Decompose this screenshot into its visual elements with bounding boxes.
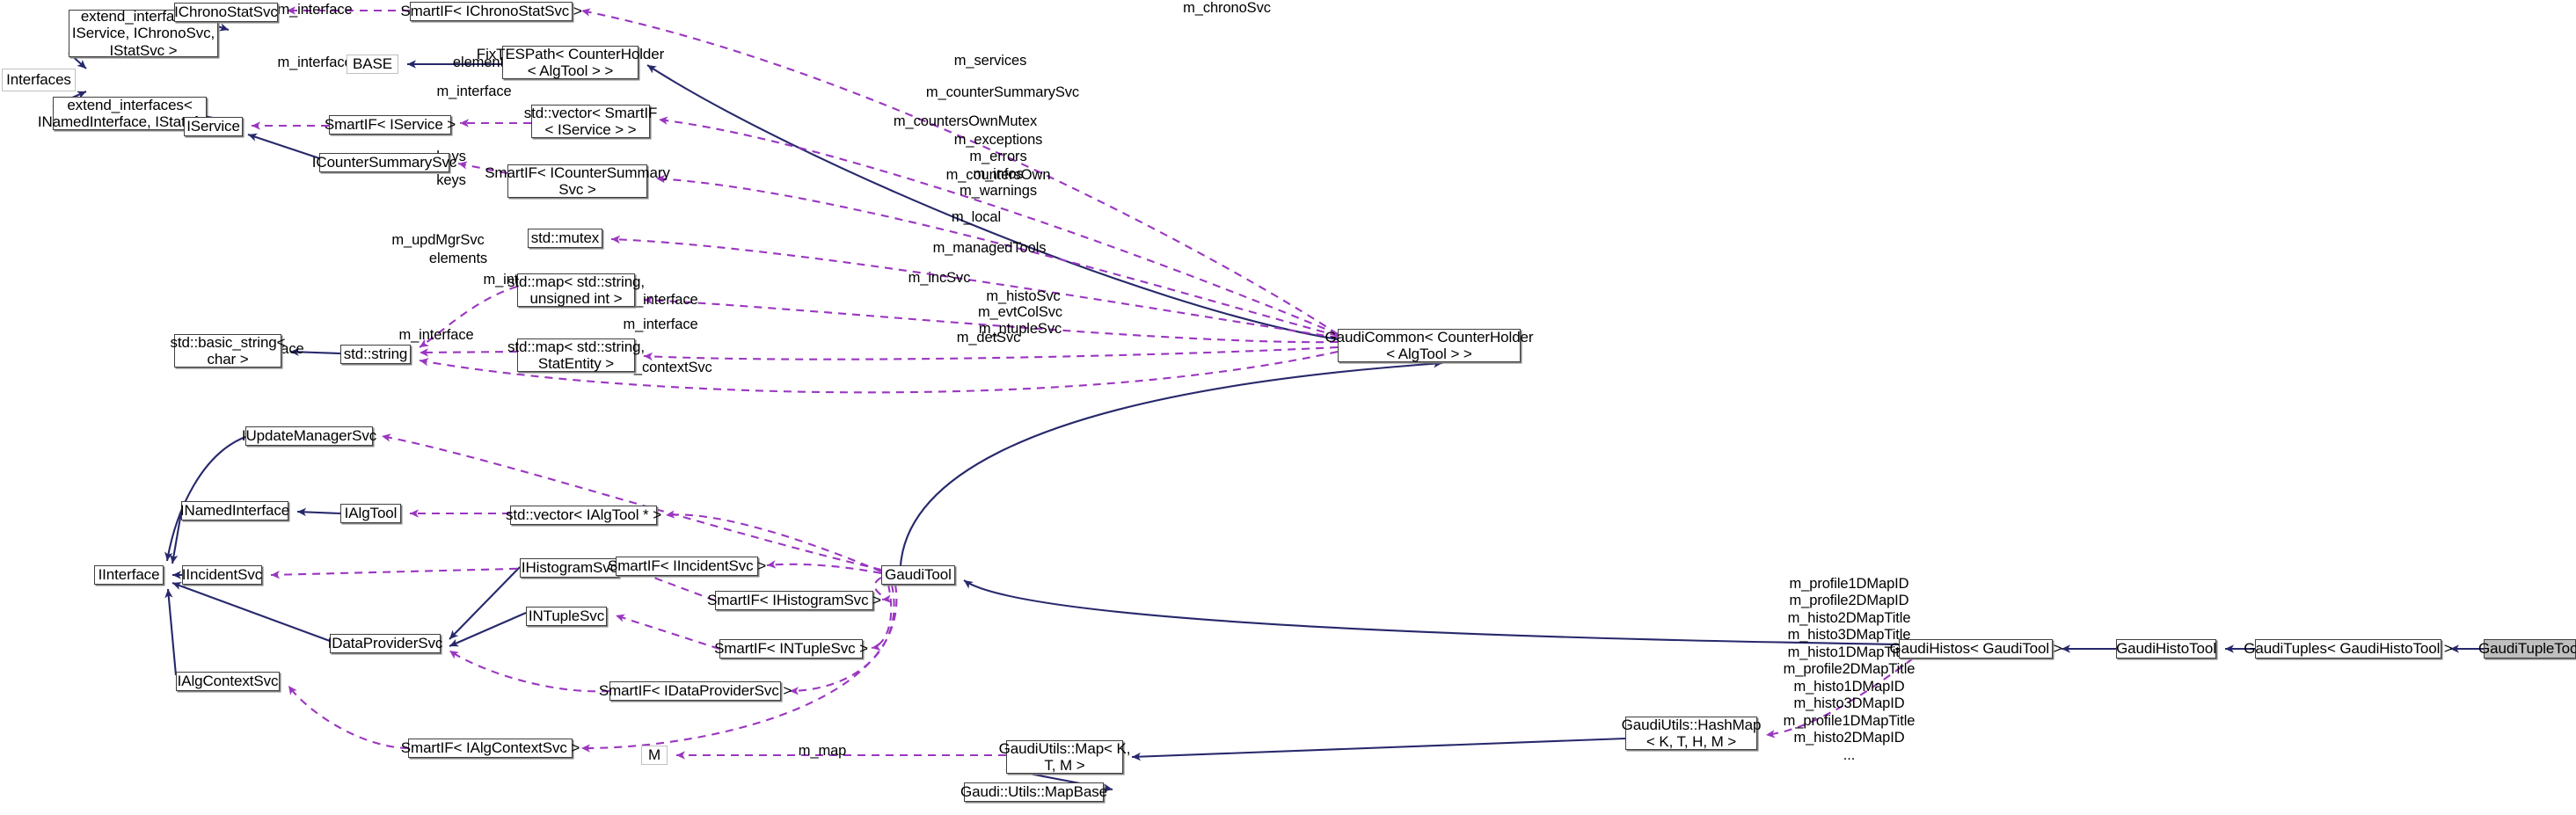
node-smartif-intuplesvc[interactable]: SmartIF< INTupleSvc > <box>714 639 868 659</box>
node-intuplesvc[interactable]: INTupleSvc <box>526 607 607 626</box>
node-base[interactable]: BASE <box>347 55 398 74</box>
node-gaudiutils-hashmap[interactable]: GaudiUtils::HashMap < K, T, H, M > <box>1621 716 1762 750</box>
node-m-template-param[interactable]: M <box>641 746 668 765</box>
edge-label-m-interface-intuplesvc: m_interface <box>623 317 698 332</box>
node-interfaces[interactable]: Interfaces <box>2 69 76 91</box>
node-gaudicommon[interactable]: GaudiCommon< CounterHolder < AlgTool > > <box>1324 328 1534 362</box>
node-map-string-statentity[interactable]: std::map< std::string, StatEntity > <box>507 338 646 372</box>
node-smartif-idataprovidersvc[interactable]: SmartIF< IDataProviderSvc > <box>598 681 792 701</box>
node-idataprovidersvc[interactable]: IDataProviderSvc <box>327 634 443 653</box>
node-gaudi-utils-mapbase[interactable]: Gaudi::Utils::MapBase <box>960 782 1108 802</box>
node-gaudituppletool[interactable]: GaudiTupleTool <box>2477 639 2576 659</box>
node-gaudihistos-gauditool[interactable]: GaudiHistos< GaudiTool > <box>1889 639 2062 659</box>
edge-label-m-map: m_map <box>798 743 847 759</box>
edge-label-elements-ialgtool: elements <box>428 251 488 266</box>
node-icountersummarysvc[interactable]: ICounterSummarySvc <box>311 153 457 172</box>
edge-label-m-incsvc: m_incSvc <box>908 270 971 286</box>
edge-label-keys-map-statentity: keys <box>436 172 466 188</box>
node-map-string-uint[interactable]: std::map< std::string, unsigned int > <box>507 273 646 307</box>
node-iupdatemanagersvc[interactable]: IUpdateManagerSvc <box>241 426 377 446</box>
node-iincidentsvc[interactable]: IIncidentSvc <box>181 565 263 585</box>
node-iinterface[interactable]: IInterface <box>94 565 164 585</box>
node-ialgtool[interactable]: IAlgTool <box>340 504 401 523</box>
node-smartif-ihistogramsvc[interactable]: SmartIF< IHistogramSvc > <box>707 591 881 610</box>
node-inamedinterface[interactable]: INamedInterface <box>179 501 290 520</box>
edge-label-m-interface-iservice: m_interface <box>277 55 353 70</box>
node-vector-ialgtool-ptr[interactable]: std::vector< IAlgTool * > <box>505 506 662 525</box>
node-smartif-icountersummarysvc[interactable]: SmartIF< ICounterSummary Svc > <box>485 164 670 198</box>
edge-label-m-detsvc: m_detSvc <box>956 330 1021 346</box>
node-vector-smartif-iservice[interactable]: std::vector< SmartIF < IService > > <box>523 104 658 138</box>
node-ialgcontextsvc[interactable]: IAlgContextSvc <box>176 672 280 691</box>
node-gaudihistotool[interactable]: GaudiHistoTool <box>2116 639 2216 659</box>
node-smartif-iincidentsvc[interactable]: SmartIF< IIncidentSvc > <box>607 557 767 576</box>
edge-label-m-local: m_local <box>951 209 1002 225</box>
edge-label-m-managedtools: m_managedTools <box>932 240 1047 256</box>
node-smartif-iservice[interactable]: SmartIF< IService > <box>324 115 456 135</box>
edge-label-elements-smartif-iservice: elements <box>452 55 512 70</box>
edge-label-m-exceptions-group: m_exceptions m_errors m_infos m_warnings <box>953 132 1043 200</box>
node-gaudiutils-map[interactable]: GaudiUtils::Map< K, T, M > <box>998 739 1131 774</box>
node-gaudituples-gaudihistotool[interactable]: GaudiTuples< GaudiHistoTool > <box>2244 639 2453 659</box>
edge-label-m-chronosvc: m_chronoSvc <box>1183 0 1271 16</box>
node-std-string[interactable]: std::string <box>340 345 411 364</box>
edge-label-m-countersownmutex: m_countersOwnMutex <box>893 113 1038 129</box>
node-iservice[interactable]: IService <box>184 117 243 136</box>
node-ihistogramsvc[interactable]: IHistogramSvc <box>520 558 619 578</box>
edge-label-m-countersown: m_countersOwn <box>945 167 1051 183</box>
edge-label-m-countersummarysvc: m_counterSummarySvc <box>925 84 1080 100</box>
edge-label-m-interface-idataprovidersvc: m_interface <box>398 327 474 343</box>
node-smartif-ialgcontextsvc[interactable]: SmartIF< IAlgContextSvc > <box>400 739 580 758</box>
edge-label-m-interface-ichronostatsvc: m_interface <box>277 2 353 18</box>
node-std-mutex[interactable]: std::mutex <box>528 229 602 248</box>
edge-label-m-services: m_services <box>953 53 1027 69</box>
usage-edges <box>252 6 1914 760</box>
node-ichronostatsvc[interactable]: IChronoStatSvc <box>174 3 278 22</box>
edge-label-histo-member-list: m_profile1DMapID m_profile2DMapID m_hist… <box>1783 576 1916 763</box>
node-basic-string[interactable]: std::basic_string< char > <box>170 333 286 367</box>
node-smartif-ichronostatsvc[interactable]: SmartIF< IChronoStatSvc > <box>400 2 582 21</box>
edge-label-m-interface-icountersummarysvc: m_interface <box>436 84 512 99</box>
node-fixtespath[interactable]: FixTESPath< CounterHolder < AlgTool > > <box>476 45 665 79</box>
node-gauditool[interactable]: GaudiTool <box>881 565 955 585</box>
edge-label-m-updmgrsvc: m_updMgrSvc <box>391 232 485 248</box>
edge-label-m-histosvc: m_histoSvc <box>986 288 1061 304</box>
